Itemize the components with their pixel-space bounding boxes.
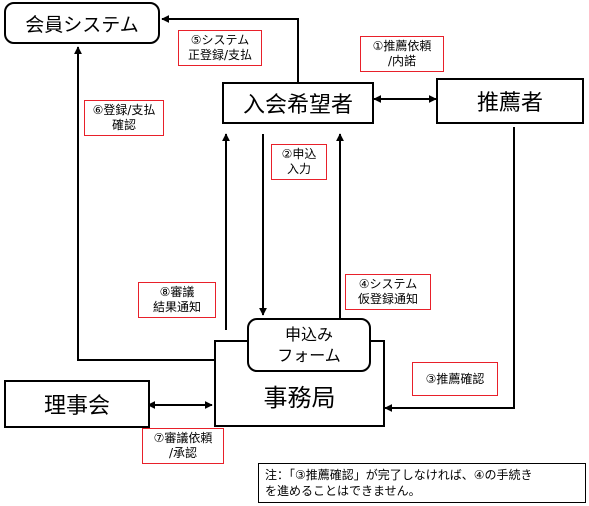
office-label: 事務局: [263, 384, 336, 412]
arrow-office-to-member-system: [74, 46, 216, 361]
note-line2: を進めることはできません。: [265, 484, 421, 498]
step4-label: ④システム 仮登録通知: [345, 274, 431, 310]
applicant-label: 入会希望者: [242, 93, 353, 118]
board-box: 理事会: [4, 380, 150, 428]
note-box: 注：「③推薦確認」が完了しなければ、④の手続き を進めることはできません。: [258, 463, 586, 503]
recommender-label: 推薦者: [476, 91, 543, 116]
member-system-box: 会員システム: [4, 2, 160, 44]
step6-label: ⑥登録/支払 確認: [84, 100, 164, 136]
step2-label: ②申込 入力: [271, 144, 327, 180]
arrow-applicant-to-member-system: [161, 15, 299, 82]
step1-label: ①推薦依頼 /内諾: [360, 36, 444, 72]
applicant-box: 入会希望者: [222, 82, 374, 124]
form-label-line2: フォーム: [277, 346, 341, 365]
arrow-recommender-to-office: [384, 127, 515, 412]
recommender-box: 推薦者: [436, 78, 584, 124]
note-line1: 注：「③推薦確認」が完了しなければ、④の手続き: [265, 468, 533, 482]
step3-label: ③推薦確認: [412, 362, 498, 396]
member-system-label: 会員システム: [25, 13, 139, 36]
form-label-line1: 申込み: [284, 325, 333, 344]
step8-label: ⑧審議 結果通知: [138, 282, 216, 318]
board-label: 理事会: [43, 394, 110, 419]
step7-label: ⑦審議依頼 /承認: [142, 428, 224, 464]
step5-label: ⑤システム 正登録/支払: [178, 30, 262, 66]
application-form-box: 申込み フォーム: [247, 318, 371, 372]
